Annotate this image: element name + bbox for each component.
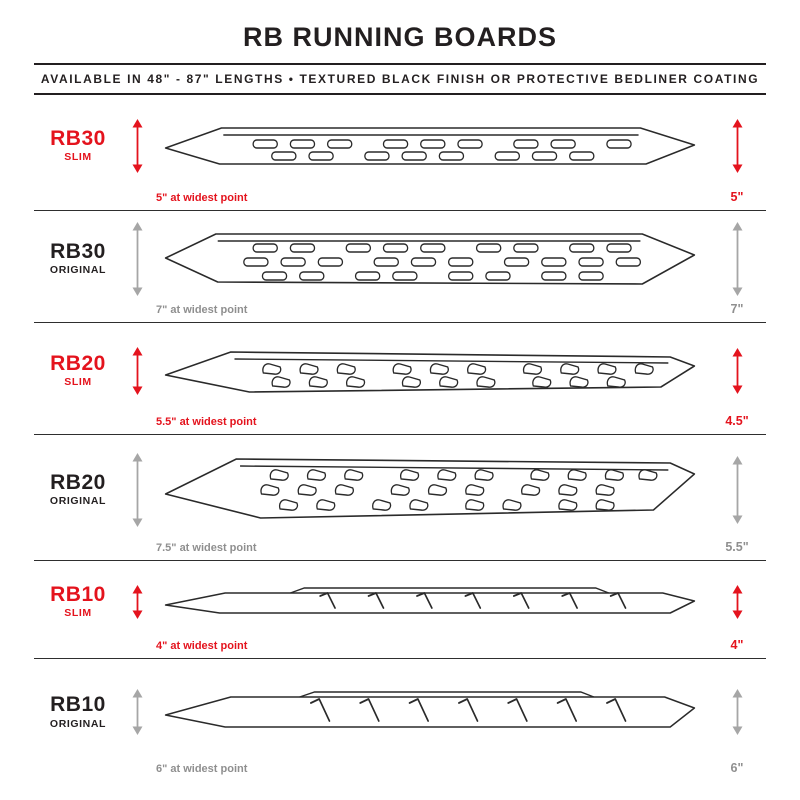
product-row-rb10-slim: RB10 SLIM <box>34 561 766 659</box>
height-value: 4.5" <box>725 414 749 428</box>
left-measure <box>131 118 144 173</box>
model-name: RB10 <box>50 582 106 606</box>
left-measure <box>131 452 144 527</box>
board-illustration-cell <box>152 345 708 397</box>
model-variant: SLIM <box>64 607 92 620</box>
product-label: RB10 ORIGINAL <box>34 694 122 729</box>
product-row-rb20-slim: RB20 SLIM <box>34 323 766 435</box>
height-value: 4" <box>730 638 744 652</box>
left-measure <box>131 689 144 735</box>
width-note: 7.5" at widest point <box>156 542 257 554</box>
board-illustration-cell <box>152 687 708 737</box>
left-measure <box>131 221 144 296</box>
product-label: RB30 SLIM <box>34 126 122 164</box>
width-note: 5" at widest point <box>156 192 248 204</box>
product-label: RB30 ORIGINAL <box>34 239 122 277</box>
height-measure-arrow-icon <box>732 584 742 619</box>
model-name: RB30 <box>50 126 106 150</box>
product-row-rb10-original: RB10 ORIGINAL <box>34 659 766 781</box>
product-row-rb30-original: RB30 ORIGINAL <box>34 211 766 323</box>
width-note: 5.5" at widest point <box>156 416 257 428</box>
right-measure <box>731 584 744 619</box>
page-subtitle: AVAILABLE IN 48" - 87" LENGTHS • TEXTURE… <box>40 72 760 86</box>
left-measure <box>131 584 144 619</box>
right-measure <box>731 455 744 524</box>
rb20-original-board-drawing <box>164 457 696 519</box>
divider <box>34 63 766 65</box>
height-measure-arrow-icon <box>732 221 742 296</box>
right-measure <box>731 118 744 173</box>
model-variant: ORIGINAL <box>49 264 107 277</box>
right-measure <box>731 221 744 296</box>
height-measure-arrow-icon <box>732 347 742 394</box>
width-note: 6" at widest point <box>156 763 248 775</box>
model-name: RB30 <box>50 239 106 263</box>
model-name: RB20 <box>50 351 106 375</box>
rb10-original-board-drawing <box>164 691 696 728</box>
model-variant: ORIGINAL <box>49 495 107 508</box>
product-row-rb30-slim: RB30 SLIM <box>34 97 766 211</box>
model-variant: SLIM <box>64 376 92 389</box>
width-note: 7" at widest point <box>156 304 248 316</box>
rb20-slim-board-drawing <box>164 350 696 393</box>
model-variant: ORIGINAL <box>49 717 107 730</box>
height-value: 5.5" <box>725 540 749 554</box>
height-value: 6" <box>730 761 744 775</box>
width-measure-arrow-icon <box>132 452 142 527</box>
height-measure-arrow-icon <box>732 455 742 524</box>
right-measure <box>731 689 744 735</box>
page-title: RB RUNNING BOARDS <box>243 22 557 52</box>
width-measure-arrow-icon <box>132 118 142 173</box>
rb30-slim-board-drawing <box>164 126 696 165</box>
height-value: 7" <box>730 302 744 316</box>
product-row-rb20-original: RB20 ORIGINAL <box>34 435 766 561</box>
height-value: 5" <box>730 190 744 204</box>
height-measure-arrow-icon <box>732 118 742 173</box>
left-measure <box>131 346 144 395</box>
product-label: RB20 ORIGINAL <box>34 470 122 508</box>
height-measure-arrow-icon <box>732 689 742 735</box>
product-label: RB10 SLIM <box>34 582 122 620</box>
rb30-original-board-drawing <box>164 232 696 285</box>
model-name: RB10 <box>50 693 106 717</box>
board-illustration-cell <box>152 222 708 296</box>
right-measure <box>731 347 744 394</box>
width-measure-arrow-icon <box>132 346 142 395</box>
board-illustration-cell <box>152 118 708 174</box>
product-label: RB20 SLIM <box>34 351 122 389</box>
width-measure-arrow-icon <box>132 584 142 619</box>
model-name: RB20 <box>50 470 106 494</box>
board-illustration-cell <box>152 452 708 528</box>
rb10-slim-board-drawing <box>164 586 696 614</box>
model-variant: SLIM <box>64 151 92 164</box>
width-note: 4" at widest point <box>156 640 248 652</box>
board-illustration-cell <box>152 584 708 620</box>
width-measure-arrow-icon <box>132 221 142 296</box>
width-measure-arrow-icon <box>132 689 142 735</box>
divider <box>34 93 766 95</box>
